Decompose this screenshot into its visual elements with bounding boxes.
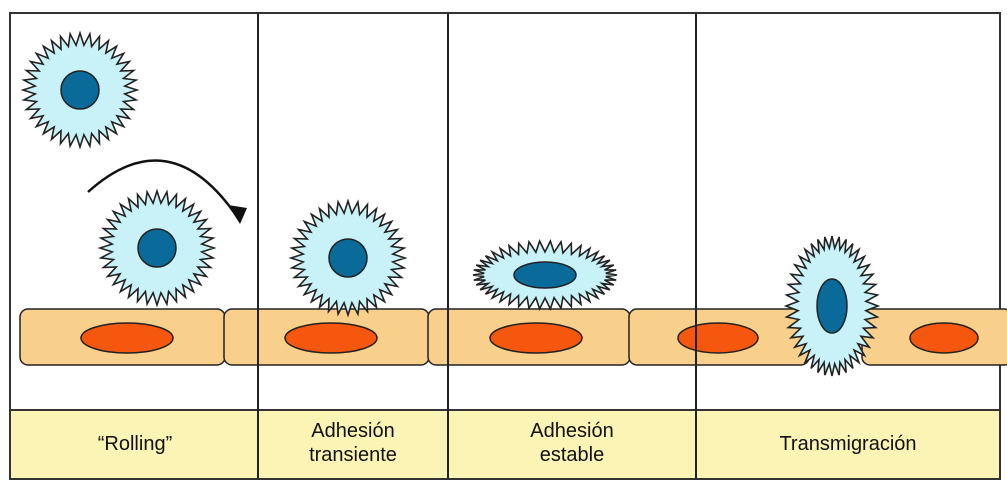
endothelial-nucleus-4 <box>678 323 758 353</box>
endothelial-nucleus-2 <box>285 323 377 353</box>
label-line: “Rolling” <box>30 432 240 456</box>
leukocyte-nucleus <box>514 262 576 288</box>
leukocyte-nucleus <box>61 71 99 109</box>
leukocyte-transmigrating <box>786 236 878 376</box>
endothelial-nucleus-3 <box>490 323 582 353</box>
stage-label-transient: Adhesión transiente <box>262 419 444 467</box>
label-line: estable <box>452 443 692 467</box>
endothelial-nucleus-5 <box>910 323 978 353</box>
leukocyte-nucleus <box>329 239 367 277</box>
label-line: Adhesión <box>452 419 692 443</box>
stage-label-stable: Adhesión estable <box>452 419 692 467</box>
leukocyte-nucleus <box>138 229 176 267</box>
label-line: transiente <box>262 443 444 467</box>
endothelial-nucleus-1 <box>81 323 173 353</box>
leukocyte-nucleus <box>817 279 847 333</box>
label-line: Adhesión <box>262 419 444 443</box>
label-line: Transmigración <box>700 432 996 456</box>
stage-label-rolling: “Rolling” <box>30 432 240 456</box>
stage-label-transmigration: Transmigración <box>700 432 996 456</box>
